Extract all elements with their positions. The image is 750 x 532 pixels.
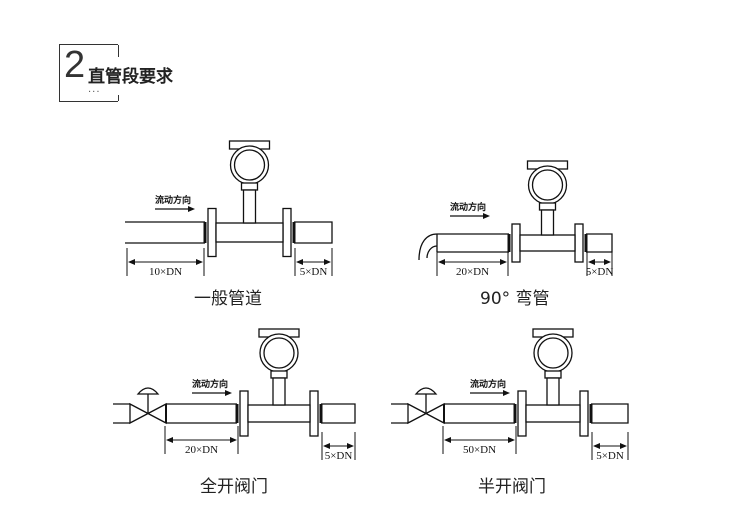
flow-arrow-icon [188, 206, 195, 212]
flow-arrow-icon [483, 213, 490, 219]
transmitter-window [233, 149, 266, 181]
inlet-flange [207, 207, 217, 258]
transmitter-stem [272, 377, 286, 406]
transmitter-housing-icon [527, 165, 568, 205]
dimension-label: 5×DN [586, 266, 614, 278]
transmitter-stem [242, 189, 257, 224]
upstream-pipe [444, 403, 515, 424]
transmitter-window [263, 337, 295, 369]
transmitter-housing-icon [229, 145, 270, 185]
outlet-flange [574, 223, 584, 263]
transmitter-window [531, 169, 564, 201]
inlet-flange [511, 223, 521, 263]
inlet-flange [239, 390, 249, 437]
transmitter-stem [540, 209, 555, 236]
caption-full-open-valve: 全开阀门 [200, 477, 268, 497]
dimension-arrow [588, 259, 611, 265]
downstream-pipe [294, 221, 333, 244]
meter-body [519, 234, 576, 252]
dimension-label: 5×DN [596, 450, 624, 462]
valve-handwheel-icon [136, 387, 160, 395]
upstream-pipe [125, 221, 205, 244]
flow-direction-label: 流动方向 [192, 378, 228, 390]
section-header-box [59, 44, 119, 102]
transmitter-neck [544, 370, 562, 379]
upstream-pipe [166, 403, 237, 424]
dimension-label: 5×DN [325, 450, 353, 462]
downstream-pipe [321, 403, 356, 424]
outlet-flange [579, 390, 589, 437]
outlet-flange [309, 390, 319, 437]
caption-half-open-valve: 半开阀门 [478, 477, 546, 497]
dimension-label: 5×DN [300, 266, 328, 278]
inlet-pipe [113, 403, 130, 424]
section-dots: ... [88, 84, 101, 95]
downstream-pipe [586, 233, 613, 253]
dimension-label: 20×DN [185, 444, 218, 456]
diagram-1: 流动方向 20×DN 5×DN [418, 160, 614, 278]
transmitter-stem [546, 377, 560, 406]
dimension-label: 50×DN [463, 444, 496, 456]
meter-body [215, 222, 284, 243]
transmitter-neck [538, 202, 557, 211]
valve-handwheel-icon [414, 387, 438, 395]
diagram-0: 流动方向 10×DN 5×DN [125, 140, 333, 278]
transmitter-neck [240, 182, 259, 191]
flow-direction-label: 流动方向 [470, 378, 506, 390]
inlet-pipe [391, 403, 408, 424]
meter-body [525, 404, 581, 423]
transmitter-housing-icon [533, 333, 573, 373]
dimension-label: 20×DN [456, 266, 489, 278]
dimension-arrow [323, 443, 354, 449]
dimension-arrow [593, 443, 627, 449]
downstream-pipe [591, 403, 629, 424]
caption-90-elbow: 90° 弯管 [480, 289, 550, 309]
elbow-icon [418, 233, 438, 261]
dimension-label: 10×DN [149, 266, 182, 278]
section-number: 2 [64, 44, 86, 86]
inlet-flange [517, 390, 527, 437]
flow-arrow-icon [503, 390, 510, 396]
diagram-3: 流动方向 50×DN 5×DN [391, 328, 629, 462]
section-title: 直管段要求 [88, 67, 173, 87]
flow-direction-label: 流动方向 [155, 194, 191, 206]
upstream-pipe [437, 233, 509, 253]
flow-direction-label: 流动方向 [450, 201, 486, 213]
meter-body [247, 404, 311, 423]
flow-arrow-icon [225, 390, 232, 396]
transmitter-housing-icon [259, 333, 299, 373]
transmitter-neck [270, 370, 288, 379]
diagram-2: 流动方向 20×DN 5×DN [113, 328, 356, 462]
dimension-arrow [438, 259, 507, 265]
outlet-flange [282, 207, 292, 258]
transmitter-window [537, 337, 569, 369]
dimension-arrow [296, 259, 331, 265]
caption-general-pipe: 一般管道 [194, 289, 262, 309]
